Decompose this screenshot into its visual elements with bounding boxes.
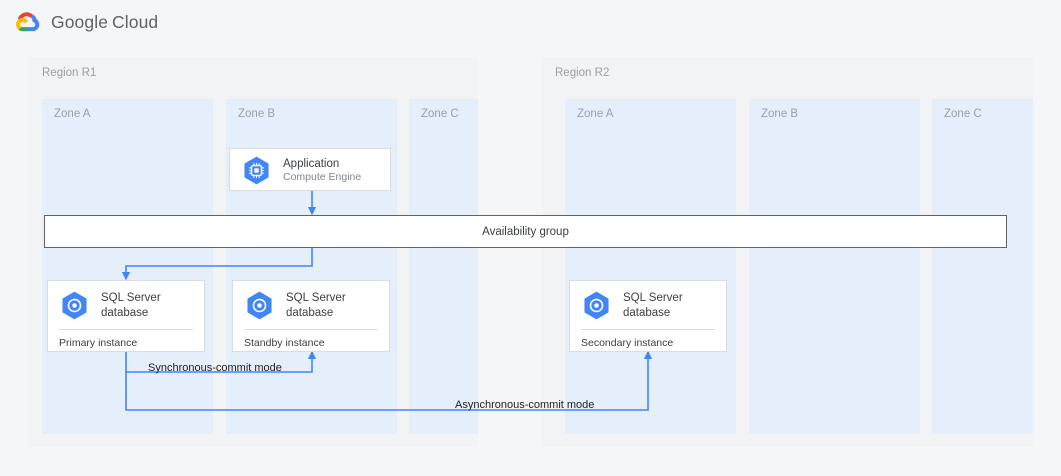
zone-label: Zone C <box>944 108 982 120</box>
region-r1-zone-a: Zone A <box>42 99 213 434</box>
application-card[interactable]: Application Compute Engine <box>229 148 391 191</box>
region-r1-zone-c: Zone C <box>409 99 478 434</box>
database-title-line2: database <box>101 306 149 319</box>
region-r2-zone-b: Zone B <box>749 99 920 434</box>
database-title-line1: SQL Server <box>286 292 346 305</box>
connector-label-asynchronous-commit: Asynchronous-commit mode <box>455 399 595 411</box>
sql-server-database-icon <box>584 291 609 320</box>
region-r2-zone-c: Zone C <box>932 99 1033 434</box>
database-title-line1: SQL Server <box>623 292 683 305</box>
sql-server-database-icon <box>247 291 272 320</box>
region-r1-label: Region R1 <box>42 67 97 79</box>
availability-group-label: Availability group <box>482 225 569 238</box>
connector-label-synchronous-commit: Synchronous-commit mode <box>148 362 282 374</box>
card-divider <box>59 329 193 330</box>
compute-engine-icon <box>244 156 269 185</box>
primary-instance-card[interactable]: SQL Server database Primary instance <box>47 280 205 352</box>
secondary-instance-card[interactable]: SQL Server database Secondary instance <box>569 280 727 352</box>
region-r2-zone-a: Zone A <box>565 99 736 434</box>
sql-server-database-icon <box>62 291 87 320</box>
region-r2-label: Region R2 <box>555 67 610 79</box>
application-subtitle: Compute Engine <box>283 171 362 184</box>
zone-label: Zone B <box>761 108 799 120</box>
zone-label: Zone A <box>54 108 91 120</box>
secondary-instance-label: Secondary instance <box>581 337 674 349</box>
google-cloud-logo-icon <box>16 12 40 32</box>
standby-instance-card[interactable]: SQL Server database Standby instance <box>232 280 390 352</box>
brand-cloud-text: Cloud <box>112 11 159 32</box>
database-title-line2: database <box>623 306 671 319</box>
database-title-line1: SQL Server <box>101 292 161 305</box>
zone-label: Zone B <box>238 108 276 120</box>
application-title: Application <box>283 158 340 171</box>
brand-google-text: Google <box>51 11 109 32</box>
card-divider <box>244 329 378 330</box>
card-divider <box>581 329 715 330</box>
zone-label: Zone C <box>421 108 459 120</box>
standby-instance-label: Standby instance <box>244 337 325 349</box>
availability-group-bar[interactable]: Availability group <box>44 215 1007 248</box>
zone-label: Zone A <box>577 108 614 120</box>
database-title-line2: database <box>286 306 334 319</box>
primary-instance-label: Primary instance <box>59 337 138 349</box>
